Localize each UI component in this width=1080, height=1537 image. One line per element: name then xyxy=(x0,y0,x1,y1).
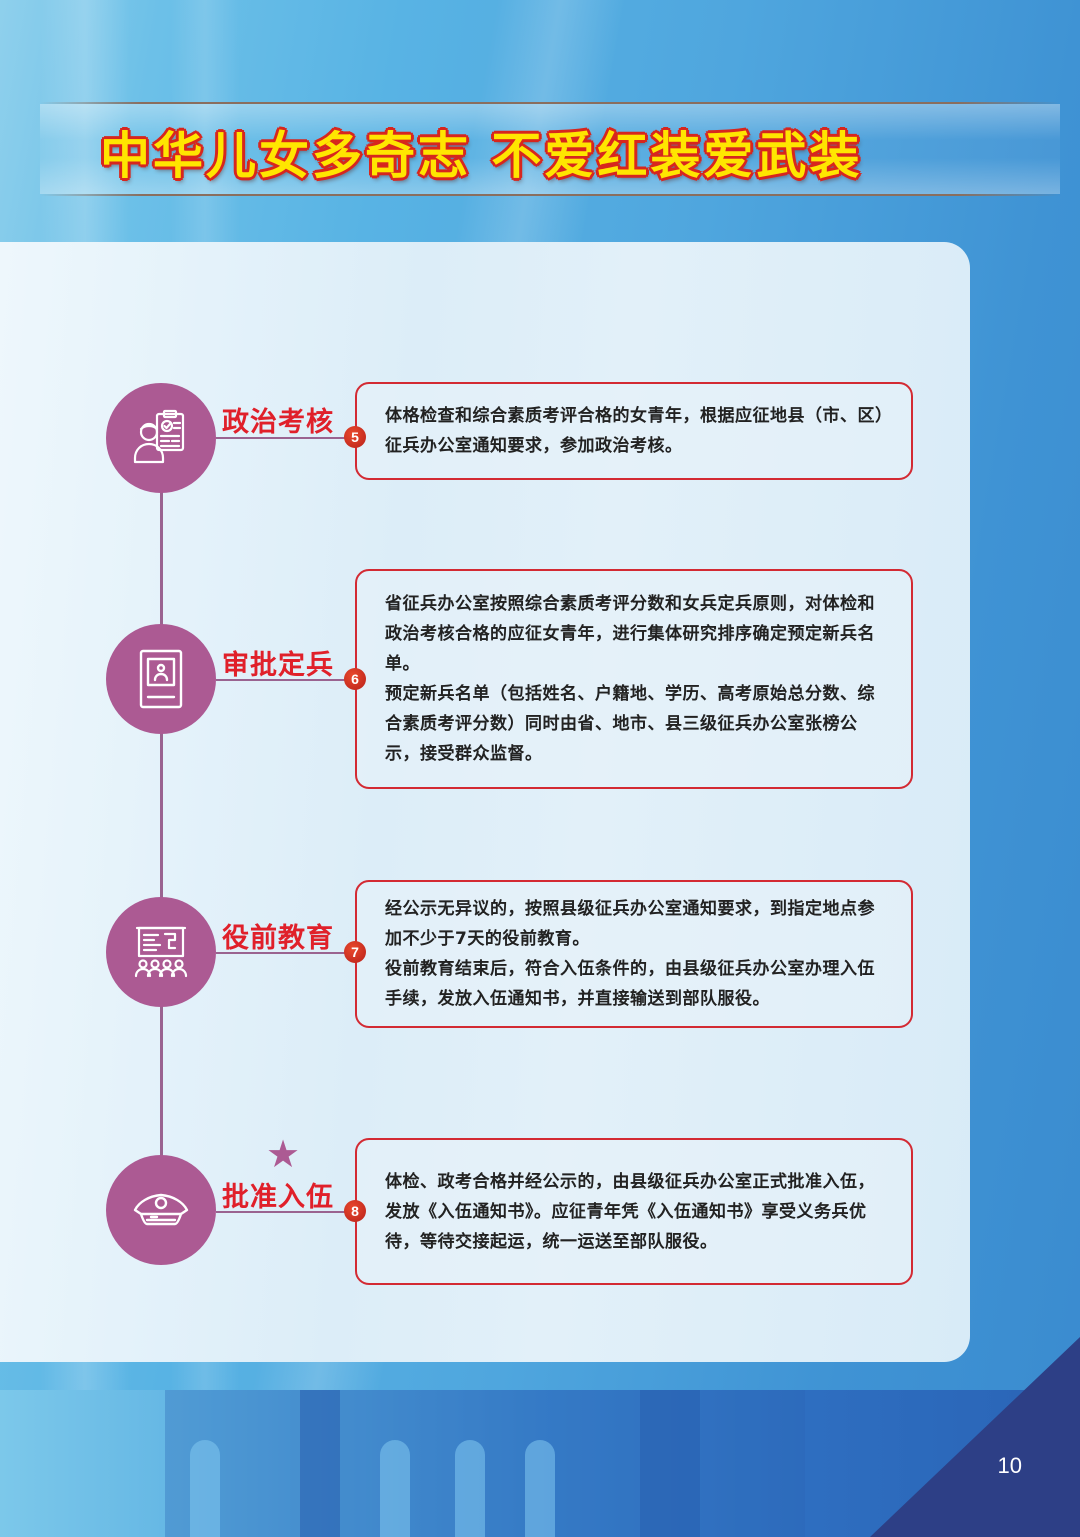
step-description: 省征兵办公室按照综合素质考评分数和女兵定兵原则，对体检和政治考核合格的应征女青年… xyxy=(385,594,875,674)
title-band: 中华儿女多奇志 不爱红装爱武装 xyxy=(40,102,1060,196)
step-description-box: 体格检查和综合素质考评合格的女青年，根据应征地县（市、区）征兵办公室通知要求，参… xyxy=(355,382,913,480)
step-number-badge: 8 xyxy=(344,1200,366,1222)
star-icon: ★ xyxy=(266,1132,301,1176)
skyline-arch xyxy=(190,1440,220,1537)
title-rule-bottom xyxy=(40,194,1060,196)
step-number-badge: 5 xyxy=(344,426,366,448)
step-description: 体格检查和综合素质考评合格的女青年，根据应征地县（市、区）征兵办公室通知要求，参… xyxy=(385,406,884,456)
page-title: 中华儿女多奇志 不爱红装爱武装 xyxy=(100,127,863,185)
step-description: 经公示无异议的，按照县级征兵办公室通知要求，到指定地点参加不少于7天的役前教育。 xyxy=(385,899,875,949)
step-icon-circle xyxy=(106,383,216,493)
title-rule-top xyxy=(40,102,1060,104)
id-card-icon xyxy=(139,649,183,709)
step-description-box: 体检、政考合格并经公示的，由县级征兵办公室正式批准入伍，发放《入伍通知书》。应征… xyxy=(355,1138,913,1285)
step-description-box: 省征兵办公室按照综合素质考评分数和女兵定兵原则，对体检和政治考核合格的应征女青年… xyxy=(355,569,913,789)
skyline-tower xyxy=(640,1390,700,1537)
military-cap-icon xyxy=(133,1193,189,1226)
skyline-decoration xyxy=(0,1390,1080,1537)
step-description: 役前教育结束后，符合入伍条件的，由县级征兵办公室办理入伍手续，发放入伍通知书，并… xyxy=(385,959,875,1009)
step-connector xyxy=(216,437,350,439)
clipboard-person-icon xyxy=(133,409,185,464)
step-number-badge: 7 xyxy=(344,941,366,963)
skyline-arch xyxy=(455,1440,485,1537)
skyline-arch xyxy=(525,1440,555,1537)
step-label: 审批定兵 xyxy=(222,650,334,681)
skyline-wall xyxy=(165,1390,805,1537)
skyline-arch xyxy=(380,1440,410,1537)
step-label: 役前教育 xyxy=(222,923,334,954)
step-icon-circle xyxy=(106,897,216,1007)
timeline-connector xyxy=(160,440,163,1210)
title-glow xyxy=(40,104,1060,194)
step-label: 批准入伍 xyxy=(222,1182,334,1213)
step-label: 政治考核 xyxy=(222,407,334,438)
step-description-box: 经公示无异议的，按照县级征兵办公室通知要求，到指定地点参加不少于7天的役前教育。… xyxy=(355,880,913,1028)
classroom-icon xyxy=(134,926,188,978)
step-connector xyxy=(216,679,350,681)
step-connector xyxy=(216,952,350,954)
skyline-tower xyxy=(300,1390,340,1537)
step-icon-circle xyxy=(106,1155,216,1265)
page-number: 10 xyxy=(997,1453,1022,1478)
step-number-badge: 6 xyxy=(344,668,366,690)
step-description: 体检、政考合格并经公示的，由县级征兵办公室正式批准入伍，发放《入伍通知书》。应征… xyxy=(385,1171,875,1252)
step-icon-circle xyxy=(106,624,216,734)
step-description: 预定新兵名单（包括姓名、户籍地、学历、高考原始总分数、综合素质考评分数）同时由省… xyxy=(385,684,875,764)
step-connector xyxy=(216,1211,350,1213)
